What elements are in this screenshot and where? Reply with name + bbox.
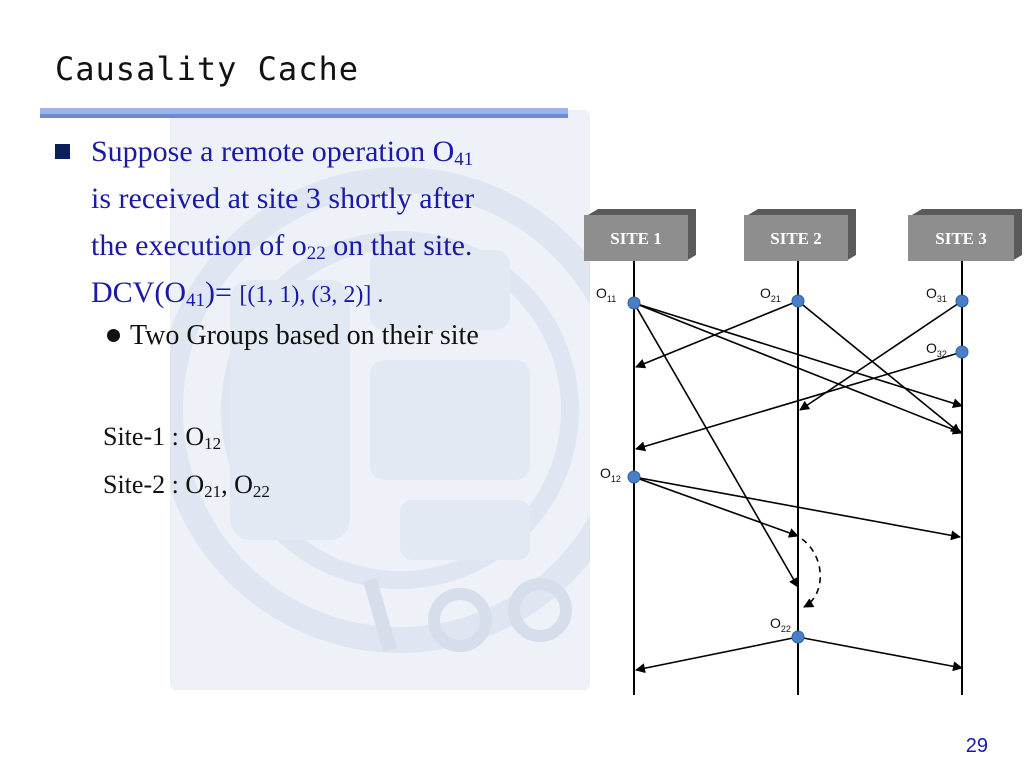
node-o22: [791, 630, 805, 644]
square-bullet-icon: [55, 144, 70, 159]
arrow-o21-site1: [635, 300, 799, 369]
sub-bullet: Two Groups based on their site: [107, 320, 479, 352]
group-site-1: Site-1 : O12: [103, 422, 222, 453]
site-box-3: SITE 3: [908, 209, 1022, 261]
background-watermark: [170, 110, 590, 690]
slide-title: Causality Cache: [55, 50, 359, 88]
dashed-dependency-arrow: [801, 538, 822, 608]
main-bullet-text: Suppose a remote operation O41 is receiv…: [91, 128, 591, 319]
bullet-line-2: is received at site 3 shortly after: [91, 182, 475, 215]
node-o12: [627, 470, 641, 484]
operation-labels: O11 O21 O31 O32 O12 O22: [596, 285, 947, 634]
site-box-1: SITE 1: [584, 209, 696, 261]
label-o21: O21: [760, 285, 781, 304]
arrow-o12-site3: [633, 476, 961, 541]
label-o32: O32: [926, 340, 947, 359]
title-underline: [40, 108, 568, 118]
label-o12: O12: [600, 465, 621, 484]
university-seal-watermark-icon: [170, 167, 590, 653]
site-label-1: SITE 1: [610, 229, 662, 248]
arrow-o22-site3: [797, 636, 963, 672]
label-o31: O31: [926, 285, 947, 304]
site-box-2: SITE 2: [744, 209, 856, 261]
arrow-o11-site3: [633, 302, 963, 409]
operation-nodes: [627, 294, 969, 644]
label-o22: O22: [770, 615, 791, 634]
arrow-o11-site2: [633, 302, 799, 588]
node-o32: [955, 345, 969, 359]
label-o11: O11: [596, 285, 616, 304]
group-site-2: Site-2 : O21, O22: [103, 470, 270, 501]
sub-bullet-text: Two Groups based on their site: [130, 320, 479, 351]
dcv-value: [(1, 1), (3, 2)] .: [239, 282, 384, 308]
site-label-3: SITE 3: [935, 229, 987, 248]
bullet-line-3: the execution of o22 on that site.: [91, 229, 473, 264]
site-label-2: SITE 2: [770, 229, 822, 248]
arrow-o22-site1: [635, 636, 799, 674]
round-bullet-icon: [107, 329, 120, 342]
node-o11: [627, 296, 641, 310]
propagation-arrows: [633, 300, 963, 674]
arrow-o21-site3: [797, 300, 961, 434]
page-number: 29: [965, 735, 988, 757]
arrow-o32-site1: [635, 351, 963, 452]
arrow-o12-site2: [633, 476, 799, 538]
operation-timeline-diagram: SITE 1 SITE 2 SITE 3: [584, 209, 1022, 695]
node-o21: [791, 294, 805, 308]
arrow-o11-site3-b: [633, 302, 963, 435]
bullet-line-1: Suppose a remote operation O41: [91, 135, 474, 170]
node-o31: [955, 294, 969, 308]
bullet-line-4: DCV(O41)= [(1, 1), (3, 2)] .: [91, 276, 384, 311]
